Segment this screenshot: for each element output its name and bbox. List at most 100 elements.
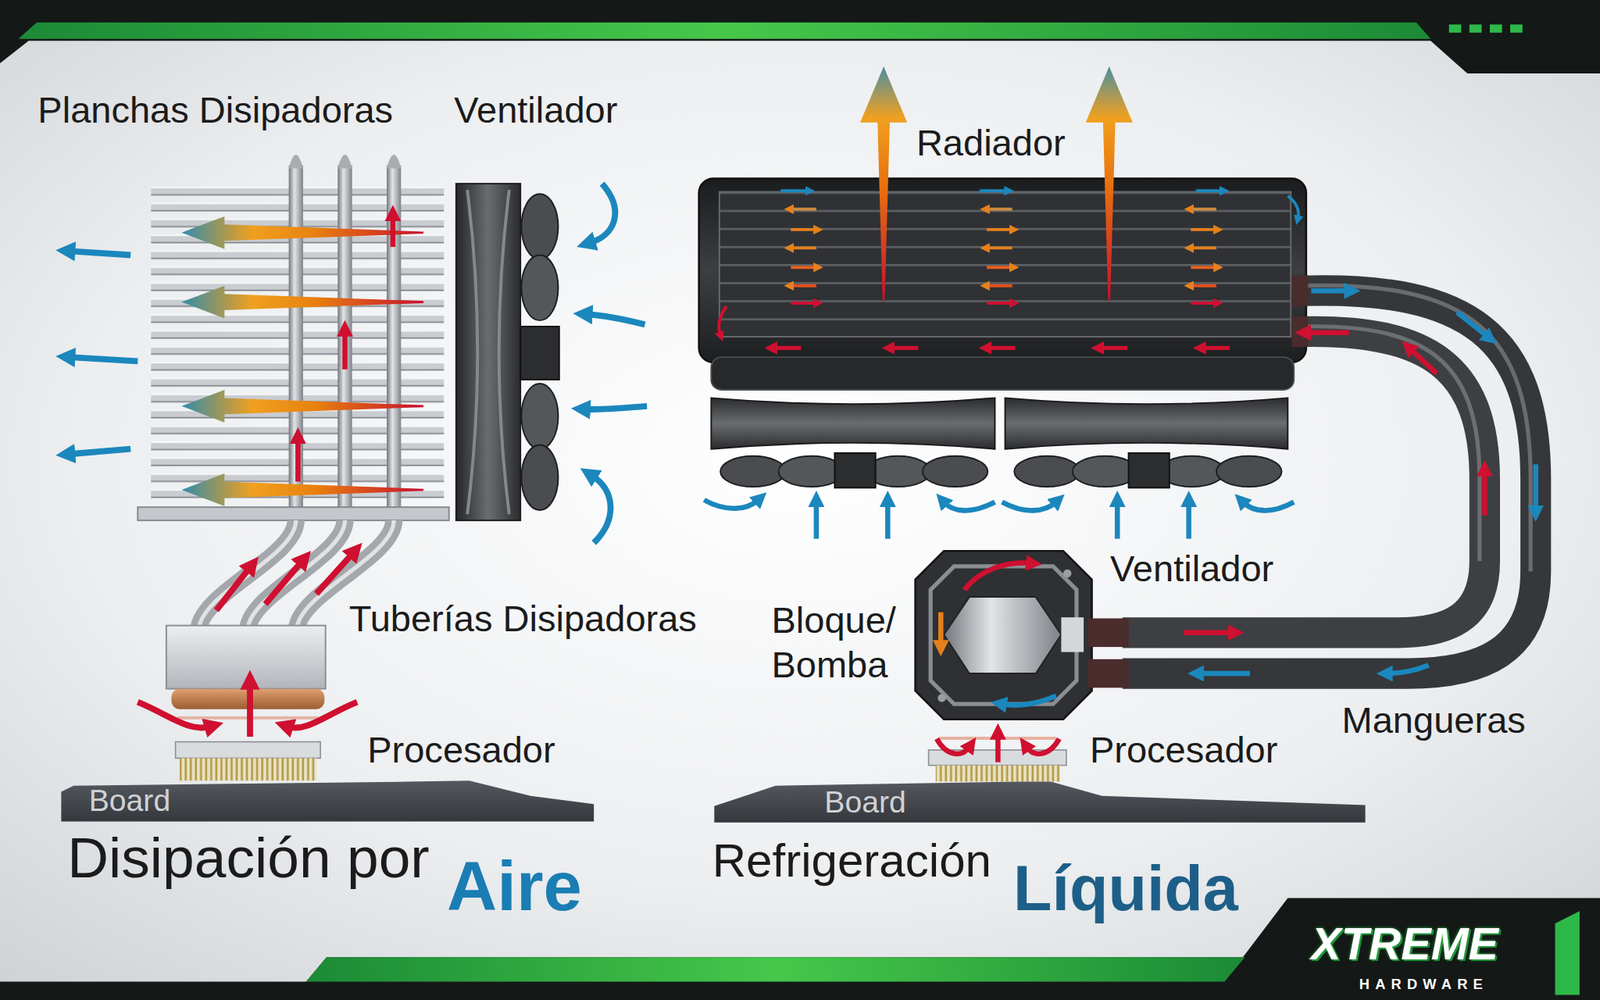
liquid-flow-arrows [890, 346, 918, 350]
liquid-flow-arrows [790, 284, 817, 288]
liquid-flow-arrows [718, 306, 727, 336]
part-label: Ventilador [453, 92, 618, 129]
liquid-flow-arrows [790, 265, 817, 269]
air-flow-arrows [181, 473, 424, 507]
air-flow-arrows [137, 702, 211, 729]
air-flow-arrows [589, 183, 615, 243]
liquid-flow-arrows [790, 301, 817, 305]
liquid-flow-arrows [1242, 502, 1294, 511]
air-cooler [179, 757, 317, 781]
liquid-flow-arrows [1482, 471, 1488, 515]
air-flow-arrows [181, 389, 424, 423]
part-label: Mangueras [1342, 702, 1526, 740]
board-outline [60, 780, 594, 822]
air-cooler [289, 165, 304, 509]
air-flow-arrows [181, 216, 424, 250]
air-cooler [467, 189, 478, 515]
liquid-cooler [1292, 275, 1309, 307]
liquid-flow-arrows [885, 502, 891, 540]
liquid-cooler [1014, 456, 1080, 487]
air-flow-arrows [69, 250, 131, 255]
air-flow-arrows [316, 553, 354, 594]
liquid-cooler [720, 456, 786, 487]
liquid-flow-arrows [860, 66, 908, 301]
liquid-cooler [1292, 316, 1309, 347]
frame [18, 22, 1432, 40]
board-label: Board [89, 785, 172, 817]
board-shape: Board [60, 775, 594, 822]
liquid-cooler [1087, 618, 1129, 648]
air-flow-arrows [181, 285, 424, 319]
part-label: Planchas Disipadoras [37, 92, 393, 129]
frame [0, 40, 1600, 982]
heading-text: Disipación por [67, 829, 429, 887]
liquid-flow-arrows [1410, 349, 1437, 374]
liquid-cooler [915, 550, 1093, 720]
air-cooler [137, 507, 449, 521]
air-flow-arrows [69, 357, 139, 361]
liquid-cooler [1087, 659, 1129, 689]
liquid-cooler [1128, 453, 1170, 488]
air-flow-arrows [584, 406, 647, 410]
liquid-flow-arrows [1085, 66, 1133, 301]
heading-text: Aire [446, 850, 583, 921]
air-flow-arrows [586, 314, 645, 325]
liquid-cooler [937, 693, 946, 702]
part-label: Bloque/ Bomba [771, 597, 915, 688]
air-cooler [386, 165, 401, 509]
liquid-flow-arrows [1002, 502, 1057, 511]
air-cooler [337, 154, 352, 169]
air-cooler [521, 255, 558, 322]
frame [1469, 24, 1483, 33]
air-flow-arrows [246, 683, 254, 737]
liquid-flow-arrows [1190, 284, 1217, 288]
liquid-cooler [1300, 326, 1480, 562]
liquid-flow-arrows [987, 346, 1015, 350]
frame [1555, 910, 1580, 995]
liquid-flow-arrows [814, 502, 820, 540]
liquid-flow-arrows [1183, 630, 1233, 636]
air-flow-arrows [390, 216, 397, 247]
air-flow-arrows [69, 449, 131, 455]
air-cooler [166, 625, 326, 690]
liquid-cooler [1005, 397, 1289, 449]
liquid-flow-arrows [1306, 330, 1350, 336]
liquid-flow-arrows [938, 612, 944, 646]
air-cooler [337, 165, 352, 509]
air-flow-arrows [265, 560, 303, 604]
liquid-flow-arrows [703, 500, 758, 509]
air-cooler [499, 189, 510, 515]
liquid-cooler [1122, 290, 1536, 674]
liquid-cooler [699, 178, 1307, 363]
part-label: Tuberías Disipadoras [349, 600, 697, 638]
air-flow-arrows [216, 567, 250, 611]
liquid-flow-arrows [1199, 671, 1250, 677]
liquid-flow-arrows [986, 246, 1013, 250]
air-cooler [456, 183, 521, 521]
liquid-flow-arrows [1190, 228, 1217, 232]
logo-text: HARDWARE [1359, 976, 1489, 991]
liquid-flow-arrows [1185, 502, 1192, 540]
liquid-flow-arrows [1196, 189, 1223, 193]
liquid-flow-arrows [1002, 696, 1057, 706]
liquid-flow-arrows [936, 739, 970, 754]
liquid-flow-arrows [1114, 502, 1121, 540]
liquid-flow-arrows [790, 246, 817, 250]
liquid-flow-arrows [986, 284, 1013, 288]
liquid-flow-arrows [979, 189, 1008, 193]
liquid-cooler [1216, 456, 1283, 487]
air-cooler [137, 154, 559, 781]
liquid-flow-arrows [964, 563, 1031, 590]
liquid-flow-arrows [1287, 196, 1299, 219]
heading-text: Líquida [1013, 857, 1239, 921]
liquid-cooler [1300, 285, 1531, 572]
liquid-flow-arrows [773, 346, 801, 350]
air-cooler [175, 742, 321, 759]
liquid-flow-arrows [1100, 346, 1128, 350]
liquid-cooler [834, 453, 875, 488]
liquid-flow-arrows [790, 207, 817, 211]
logo-text: XTREME [1310, 921, 1498, 966]
board-label: Board [824, 786, 907, 818]
